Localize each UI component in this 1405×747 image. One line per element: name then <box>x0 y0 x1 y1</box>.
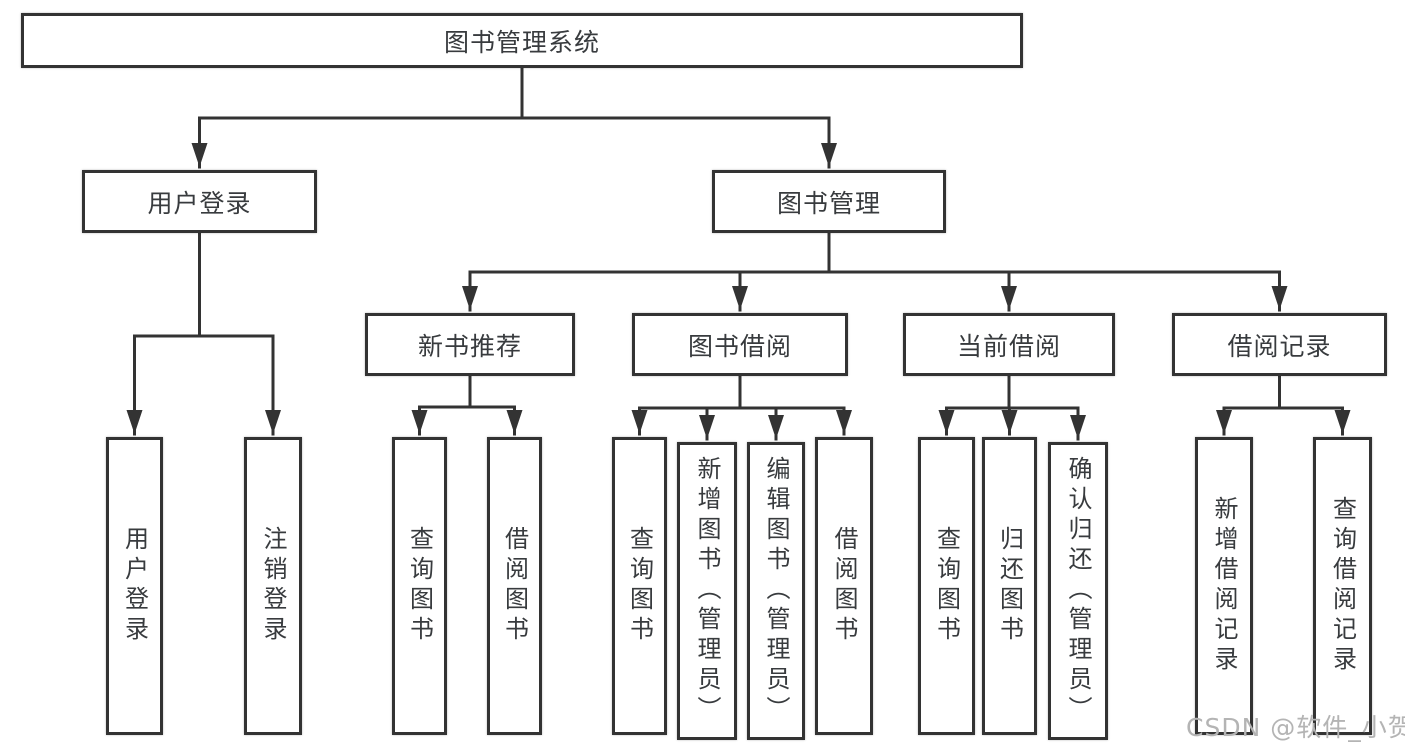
node-label: 新书推荐 <box>417 331 522 361</box>
node-borrowing-records: 借阅记录 <box>1172 313 1387 376</box>
leaf-query-books-current: 查询图书 <box>918 437 975 735</box>
node-label: 用户登录 <box>120 526 149 646</box>
leaf-add-books-admin: 新增图书（管理员） <box>677 442 737 740</box>
leaf-borrow-books-recommend: 借阅图书 <box>487 437 542 735</box>
leaf-logout: 注销登录 <box>244 437 302 735</box>
node-label: 新增借阅记录 <box>1210 496 1238 676</box>
node-label: 查询图书 <box>932 526 961 646</box>
node-label: 图书管理系统 <box>443 27 600 57</box>
node-book-management: 图书管理 <box>712 170 946 233</box>
leaf-query-books-recommend: 查询图书 <box>392 437 447 735</box>
node-new-book-recommendation: 新书推荐 <box>365 313 575 376</box>
node-current-borrowing: 当前借阅 <box>903 313 1115 376</box>
node-label: 借阅记录 <box>1227 331 1332 361</box>
leaf-edit-books-admin: 编辑图书（管理员） <box>747 442 805 740</box>
node-label: 图书借阅 <box>687 331 792 361</box>
leaf-query-borrow-record: 查询借阅记录 <box>1313 437 1372 735</box>
node-label: 用户登录 <box>147 188 252 218</box>
node-label: 查询图书 <box>405 526 434 646</box>
leaf-confirm-return-admin: 确认归还（管理员） <box>1048 442 1108 740</box>
node-label: 新增图书（管理员） <box>693 456 721 726</box>
node-label: 确认归还（管理员） <box>1064 456 1092 726</box>
leaf-query-books-borrowing: 查询图书 <box>612 437 667 735</box>
node-label: 注销登录 <box>259 526 287 646</box>
watermark: CSDN @软件_小贺同学 <box>1186 713 1405 742</box>
node-label: 借阅图书 <box>830 526 858 646</box>
node-label: 归还图书 <box>995 526 1024 646</box>
node-book-borrowing: 图书借阅 <box>632 313 848 376</box>
leaf-user-login: 用户登录 <box>106 437 163 735</box>
connector-paths <box>126 66 1351 441</box>
leaf-add-borrow-record: 新增借阅记录 <box>1195 437 1253 735</box>
node-user-login: 用户登录 <box>82 170 317 233</box>
node-label: 当前借阅 <box>956 331 1061 361</box>
leaf-borrow-books: 借阅图书 <box>815 437 873 735</box>
node-library-management-system: 图书管理系统 <box>21 13 1023 68</box>
node-label: 查询借阅记录 <box>1328 496 1357 676</box>
node-label: 借阅图书 <box>500 526 529 646</box>
node-label: 查询图书 <box>625 526 654 646</box>
node-label: 图书管理 <box>776 188 881 218</box>
node-label: 编辑图书（管理员） <box>762 456 790 726</box>
leaf-return-books: 归还图书 <box>982 437 1037 735</box>
